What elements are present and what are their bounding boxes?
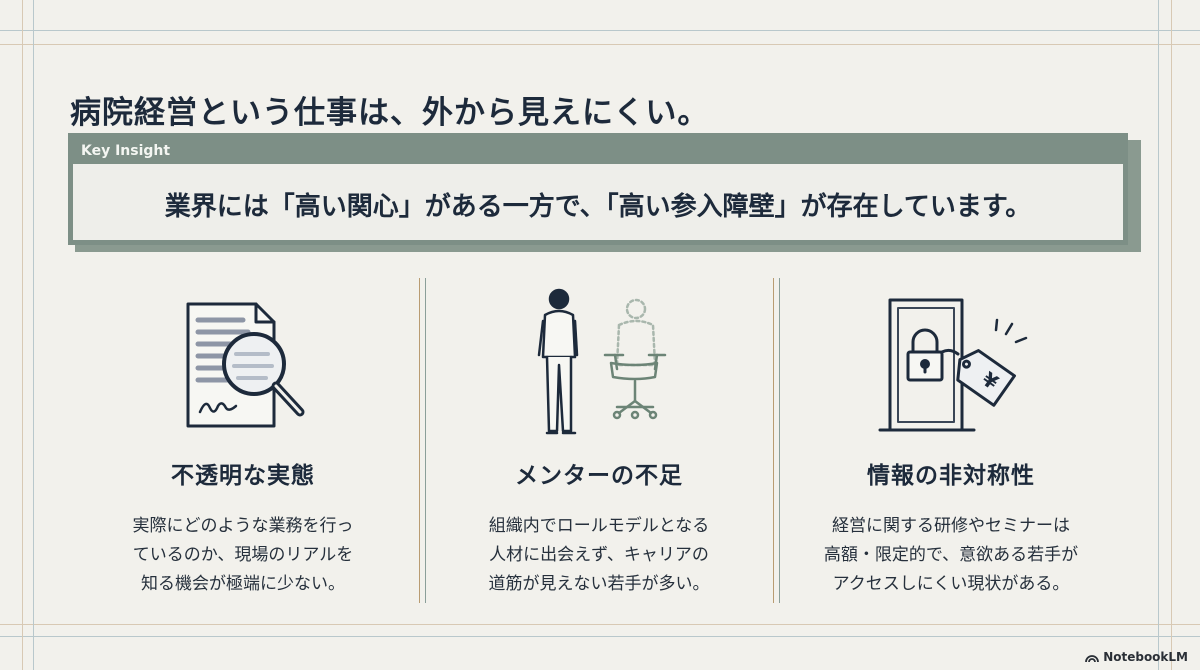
- notebooklm-brand: NotebookLM: [1085, 650, 1188, 664]
- description-line: 人材に出会えず、キャリアの: [489, 545, 709, 565]
- frame-line: [1158, 0, 1159, 670]
- column-description: 実際にどのような業務を行っ ているのか、現場のリアルを 知る機会が極端に少ない。: [78, 512, 408, 599]
- description-line: 高額・限定的で、意欲ある若手が: [823, 545, 1079, 565]
- document-magnifier-icon: [78, 280, 408, 440]
- locked-door-price-tag-icon: ¥: [786, 280, 1116, 440]
- frame-line: [0, 624, 1200, 625]
- column-description: 経営に関する研修やセミナーは 高額・限定的で、意欲ある若手が アクセスしにくい現…: [786, 512, 1116, 599]
- frame-line: [0, 636, 1200, 637]
- column-divider: [773, 278, 781, 603]
- description-line: 実際にどのような業務を行っ: [132, 516, 354, 536]
- column-information-asymmetry: ¥ 情報の非対称性 経営に関する研修やセミナーは 高額・限定的で、意欲ある若手が…: [786, 280, 1116, 599]
- column-mentor-shortage: メンターの不足 組織内でロールモデルとなる 人材に出会えず、キャリアの 道筋が見…: [434, 280, 764, 599]
- brand-label: NotebookLM: [1103, 650, 1188, 664]
- column-opaque-reality: 不透明な実態 実際にどのような業務を行っ ているのか、現場のリアルを 知る機会が…: [78, 280, 408, 599]
- column-title: 情報の非対称性: [867, 463, 1035, 489]
- person-empty-chair-icon: [434, 280, 764, 440]
- notebooklm-logo-icon: [1085, 655, 1100, 663]
- description-line: 知る機会が極端に少ない。: [141, 574, 345, 594]
- frame-line: [0, 30, 1200, 31]
- key-insight-text: 業界には「高い関心」がある一方で、「高い参入障壁」が存在しています。: [164, 192, 1032, 222]
- description-line: ているのか、現場のリアルを: [132, 545, 354, 565]
- frame-line: [0, 44, 1200, 45]
- description-line: アクセスしにくい現状がある。: [832, 574, 1070, 594]
- frame-line: [22, 0, 23, 670]
- column-title: 不透明な実態: [171, 463, 315, 489]
- description-line: 道筋が見えない若手が多い。: [488, 574, 710, 594]
- column-divider: [419, 278, 427, 603]
- frame-line: [33, 0, 34, 670]
- column-title: メンターの不足: [515, 463, 683, 489]
- description-line: 組織内でロールモデルとなる: [488, 516, 710, 536]
- key-insight-label: Key Insight: [73, 138, 1123, 164]
- key-insight-box: Key Insight 業界には「高い関心」がある一方で、「高い参入障壁」が存在…: [68, 133, 1128, 245]
- description-line: 経営に関する研修やセミナーは: [832, 516, 1070, 536]
- page-title: 病院経営という仕事は、外から見えにくい。: [70, 94, 710, 131]
- frame-line: [1171, 0, 1172, 670]
- column-description: 組織内でロールモデルとなる 人材に出会えず、キャリアの 道筋が見えない若手が多い…: [434, 512, 764, 599]
